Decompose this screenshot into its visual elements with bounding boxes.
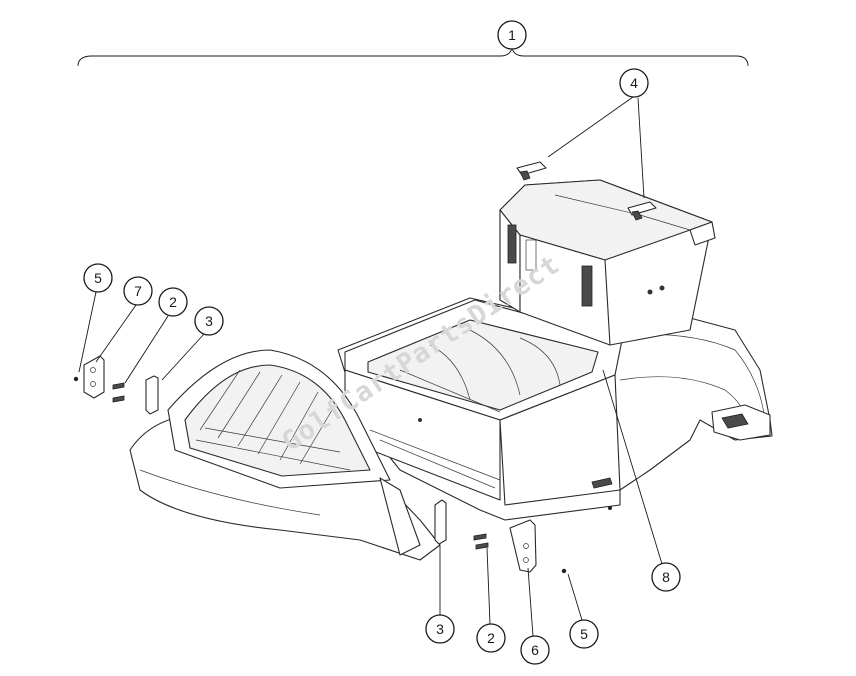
- callout-3-bottom-label: 3: [436, 621, 444, 637]
- callout-1-label: 1: [508, 27, 516, 43]
- callout-6-label: 6: [531, 642, 539, 658]
- callout-7: 7: [123, 276, 153, 306]
- callout-5-left-label: 5: [94, 270, 102, 286]
- left-bracket-7: [83, 355, 105, 399]
- callout-5-left: 5: [83, 263, 113, 293]
- callout-3-left: 3: [194, 306, 224, 336]
- callout-6: 6: [520, 635, 550, 665]
- left-screw: [73, 376, 79, 382]
- leader-lines: [78, 96, 663, 637]
- right-screw: [561, 568, 567, 574]
- assembly-bracket: [77, 47, 749, 67]
- right-bracket-6: [509, 519, 537, 573]
- right-hinge-parts: [434, 499, 567, 574]
- seat-support-frame: [499, 179, 716, 346]
- left-bolts-2: [112, 382, 125, 403]
- callout-8: 8: [651, 562, 681, 592]
- right-pad-3: [434, 499, 447, 545]
- callout-7-label: 7: [134, 283, 142, 299]
- right-bolts-2: [473, 533, 489, 550]
- left-pad-3: [145, 375, 159, 415]
- callout-3-bottom: 3: [425, 614, 455, 644]
- callout-4: 4: [619, 68, 649, 98]
- callout-2-left-label: 2: [169, 294, 177, 310]
- rear-body-shell: [337, 297, 773, 521]
- callout-8-label: 8: [662, 569, 670, 585]
- callout-3-left-label: 3: [205, 313, 213, 329]
- callout-5-bottom: 5: [569, 619, 599, 649]
- callout-2-left: 2: [158, 287, 188, 317]
- callout-4-label: 4: [630, 75, 638, 91]
- seat-hinge-caps: [516, 161, 657, 221]
- left-hinge-parts: [73, 355, 159, 415]
- callout-2-bottom: 2: [476, 623, 506, 653]
- callout-2-bottom-label: 2: [487, 630, 495, 646]
- callout-5-bottom-label: 5: [580, 626, 588, 642]
- callout-1: 1: [497, 20, 527, 50]
- front-cowl: [129, 349, 441, 561]
